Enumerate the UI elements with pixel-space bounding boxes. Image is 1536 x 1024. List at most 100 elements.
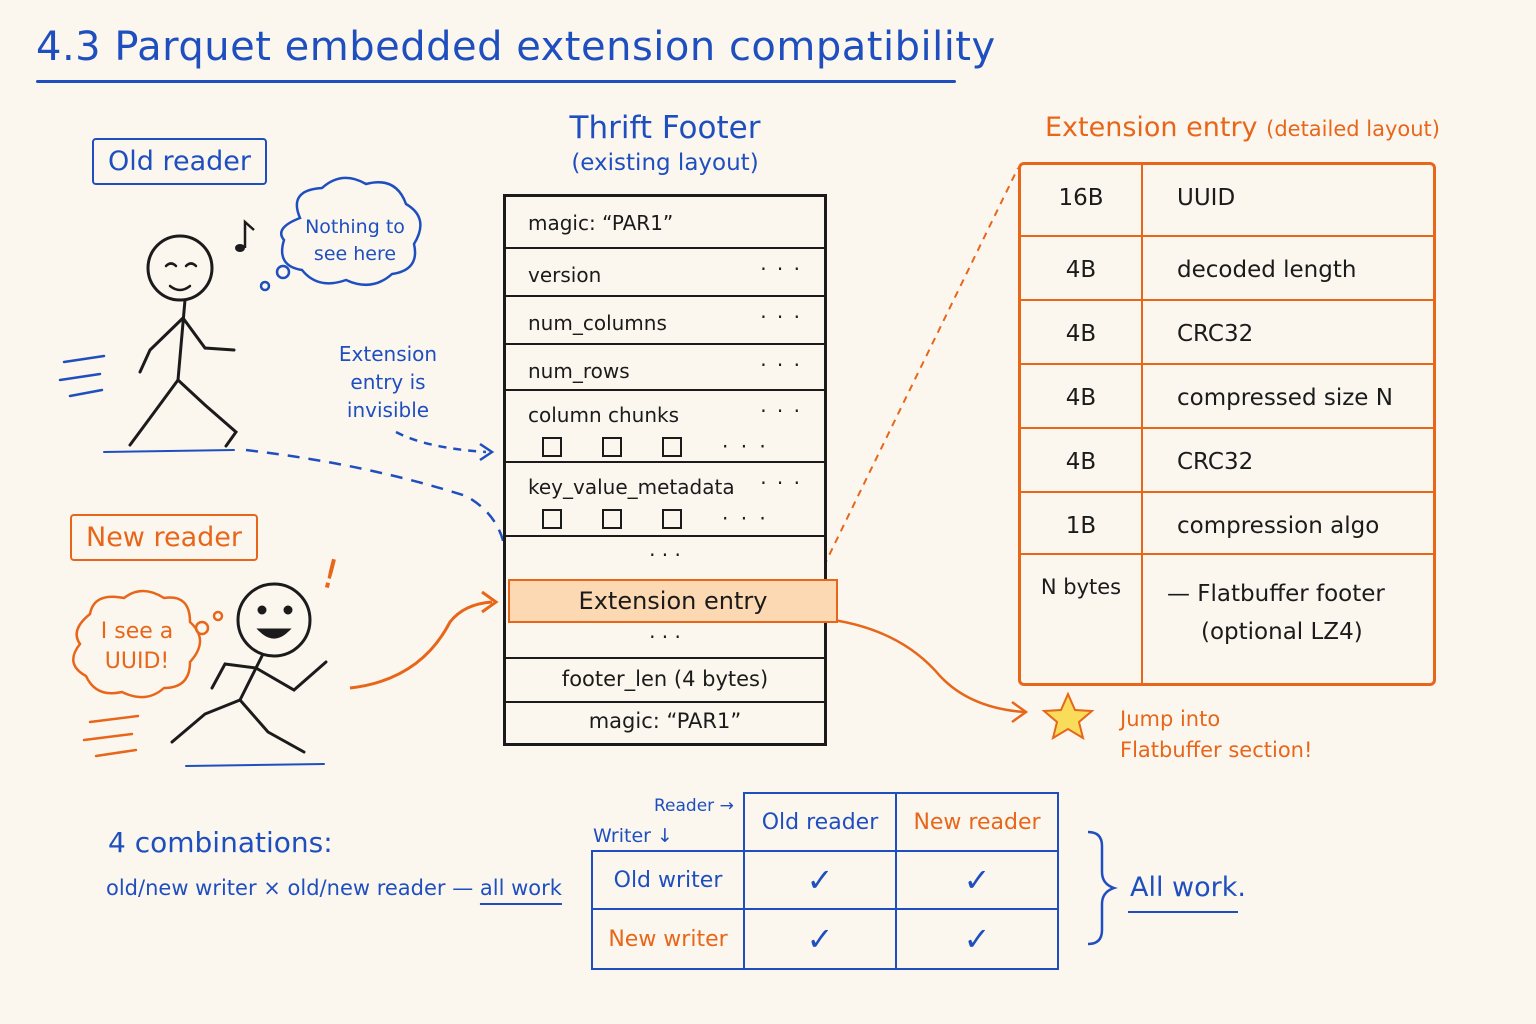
invisible-note-line3: invisible xyxy=(346,398,430,422)
ext-row-crc32-2: 4B CRC32 xyxy=(1021,429,1433,493)
ext-size-6: N bytes xyxy=(1040,575,1122,599)
cell-new-writer-old-reader: ✓ xyxy=(743,908,897,970)
music-note-icon xyxy=(235,219,255,252)
jump-note-line2: Flatbuffer section! xyxy=(1120,738,1313,762)
title-underline xyxy=(36,80,956,83)
ext-size-3: 4B xyxy=(1065,385,1097,411)
new-reader-thought-bubble xyxy=(72,589,224,699)
ext-row-decoded-length: 4B decoded length xyxy=(1021,237,1433,301)
ext-field-6: — Flatbuffer footer xyxy=(1167,581,1385,607)
jump-arrow xyxy=(817,616,1025,714)
version-dots: · · · xyxy=(760,257,802,281)
all-work-label: All work. xyxy=(1130,872,1246,903)
ext-field-5: compression algo xyxy=(1177,513,1380,539)
ext-row-flatbuffer: N bytes — Flatbuffer footer (optional LZ… xyxy=(1021,555,1433,683)
footer-row-num-rows: num_rows · · · xyxy=(506,345,824,391)
ext-field-4: CRC32 xyxy=(1177,449,1254,475)
page-title: 4.3 Parquet embedded extension compatibi… xyxy=(36,24,996,70)
new-reader-tag: New reader xyxy=(70,514,258,561)
all-work-underline xyxy=(1128,911,1238,913)
detail-connector xyxy=(817,167,1019,579)
ext-field-0: UUID xyxy=(1177,185,1236,211)
footer-row-magic-bottom: magic: “PAR1” xyxy=(506,703,824,743)
magic-top-label: magic: “PAR1” xyxy=(528,211,674,235)
jump-note: Jump into Flatbuffer section! xyxy=(1120,704,1312,766)
key-value-metadata-label: key_value_metadata xyxy=(528,475,735,499)
column-chunks-dots: · · · xyxy=(760,399,802,423)
old-reader-tag: Old reader xyxy=(92,138,267,185)
extension-detail-heading: Extension entry (detailed layout) xyxy=(1045,112,1440,143)
footer-row-column-chunks: column chunks · · · · · · xyxy=(506,391,824,463)
col-header-new-reader: New reader xyxy=(895,792,1059,852)
compatibility-matrix: Old reader New reader Old writer ✓ ✓ New… xyxy=(591,792,1059,970)
footer-row-ellipsis-2: · · · xyxy=(506,623,824,659)
ext-field-2: CRC32 xyxy=(1177,321,1254,347)
footer-heading: Thrift Footer xyxy=(569,110,761,146)
new-reader-arrow xyxy=(349,600,493,690)
old-thought-line2: see here xyxy=(313,243,397,265)
old-reader-thought-text: Nothing to see here xyxy=(296,214,414,268)
ext-field-6b: (optional LZ4) xyxy=(1201,619,1363,645)
old-reader-thought-bubble xyxy=(259,176,422,292)
invisible-note-line1: Extension xyxy=(338,342,438,366)
ext-field-3: compressed size N xyxy=(1177,385,1393,411)
check-icon: ✓ xyxy=(806,920,834,958)
footer-row-footer-len: footer_len (4 bytes) xyxy=(506,659,824,703)
new-reader-figure xyxy=(82,582,328,767)
ext-row-crc32-1: 4B CRC32 xyxy=(1021,301,1433,365)
new-thought-line1: I see a xyxy=(100,619,174,644)
writer-axis-label: Writer ↓ xyxy=(593,825,673,847)
num-rows-label: num_rows xyxy=(528,359,630,383)
col-header-old-reader: Old reader xyxy=(743,792,897,852)
combinations-text: old/new writer × old/new reader — xyxy=(106,876,474,900)
invisible-note-line2: entry is xyxy=(350,370,426,394)
check-icon: ✓ xyxy=(963,861,991,899)
combinations-line: old/new writer × old/new reader — all wo… xyxy=(106,876,562,900)
star-icon xyxy=(1041,691,1095,741)
ext-row-compression-algo: 1B compression algo xyxy=(1021,493,1433,555)
brace-icon xyxy=(1087,830,1118,946)
ext-heading-main: Extension entry xyxy=(1045,112,1258,143)
version-label: version xyxy=(528,263,602,287)
column-chunks-label: column chunks xyxy=(528,403,680,427)
jump-note-line1: Jump into xyxy=(1120,707,1221,731)
ext-size-1: 4B xyxy=(1065,257,1097,283)
footer-row-magic-top: magic: “PAR1” xyxy=(506,197,824,249)
cell-old-writer-old-reader: ✓ xyxy=(743,850,897,910)
ext-size-2: 4B xyxy=(1065,321,1097,347)
ext-size-4: 4B xyxy=(1065,449,1097,475)
combinations-heading: 4 combinations: xyxy=(108,826,333,859)
ext-heading-suffix: (detailed layout) xyxy=(1266,117,1440,141)
ext-size-5: 1B xyxy=(1065,513,1097,539)
cell-new-writer-new-reader: ✓ xyxy=(895,908,1059,970)
new-reader-thought-text: I see a UUID! xyxy=(92,617,182,677)
extension-detail-table: 16B UUID 4B decoded length 4B CRC32 4B c… xyxy=(1018,162,1436,686)
footer-row-version: version · · · xyxy=(506,249,824,297)
combinations-emphasis: all work xyxy=(479,876,562,900)
extension-entry-row[interactable]: Extension entry xyxy=(508,579,838,623)
ext-field-1: decoded length xyxy=(1177,257,1357,283)
check-icon: ✓ xyxy=(806,861,834,899)
invisible-note: Extension entry is invisible xyxy=(330,340,446,424)
ext-table-divider xyxy=(1141,165,1143,683)
num-rows-dots: · · · xyxy=(760,353,802,377)
old-thought-line1: Nothing to xyxy=(305,216,405,238)
column-chunk-boxes: · · · xyxy=(542,433,769,459)
footer-row-ellipsis-1: · · · xyxy=(506,537,824,579)
ext-row-uuid: 16B UUID xyxy=(1021,165,1433,237)
num-columns-label: num_columns xyxy=(528,311,667,335)
footer-subheading: (existing layout) xyxy=(571,150,759,176)
footer-row-num-columns: num_columns · · · xyxy=(506,297,824,345)
ellipsis-1: · · · xyxy=(649,543,681,567)
old-reader-figure xyxy=(58,234,239,453)
row-header-new-writer: New writer xyxy=(591,908,745,970)
magic-bottom-label: magic: “PAR1” xyxy=(588,709,742,733)
kv-dots: · · · xyxy=(760,471,802,495)
invisible-arrow xyxy=(395,430,487,454)
new-thought-line2: UUID! xyxy=(104,649,170,674)
kv-boxes: · · · xyxy=(542,505,769,531)
old-reader-connector xyxy=(245,448,508,557)
cell-old-writer-new-reader: ✓ xyxy=(895,850,1059,910)
footer-row-key-value-metadata: key_value_metadata · · · · · · xyxy=(506,463,824,537)
